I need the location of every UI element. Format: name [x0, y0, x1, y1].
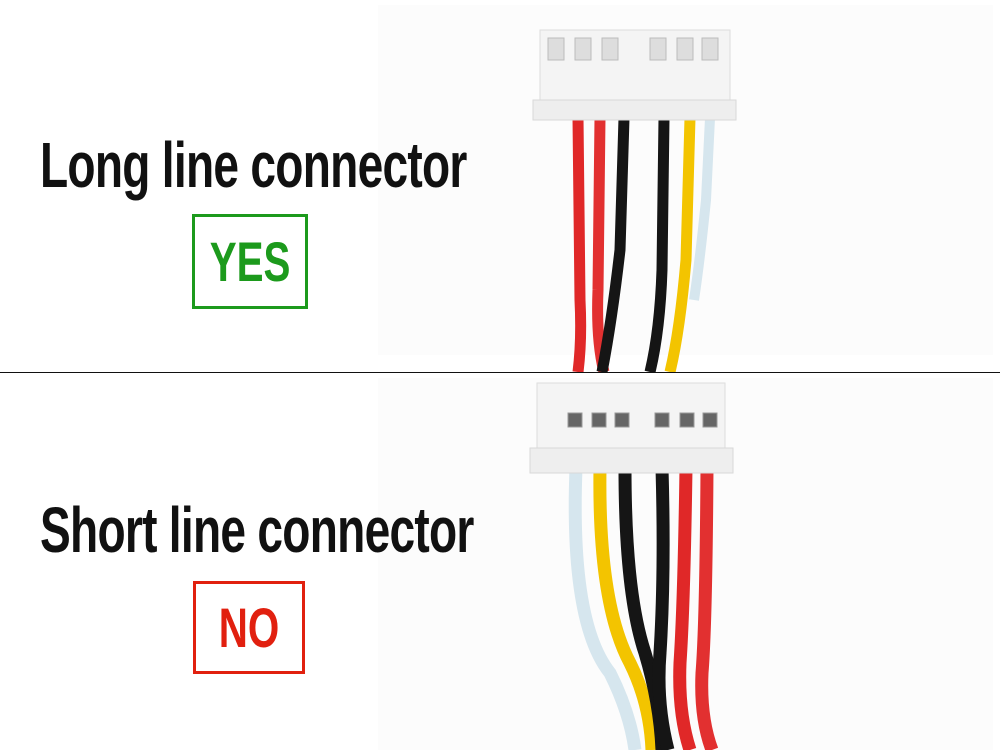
divider	[0, 372, 1000, 373]
wires	[568, 467, 719, 750]
wires	[572, 117, 715, 372]
no-label: NO	[218, 596, 280, 659]
short-line-connector-image	[529, 382, 734, 750]
yes-label: YES	[209, 230, 291, 293]
connector-housing	[529, 382, 734, 474]
panel-title: Long line connector	[40, 129, 467, 201]
panel-title: Short line connector	[40, 494, 474, 566]
long-line-connector-panel: Long line connector YES	[0, 0, 1000, 372]
long-line-connector-image	[532, 29, 737, 372]
yes-badge: YES	[192, 214, 308, 309]
connector-housing	[532, 29, 737, 121]
short-line-connector-panel: Short line connector NO	[0, 373, 1000, 750]
no-badge: NO	[193, 581, 305, 674]
